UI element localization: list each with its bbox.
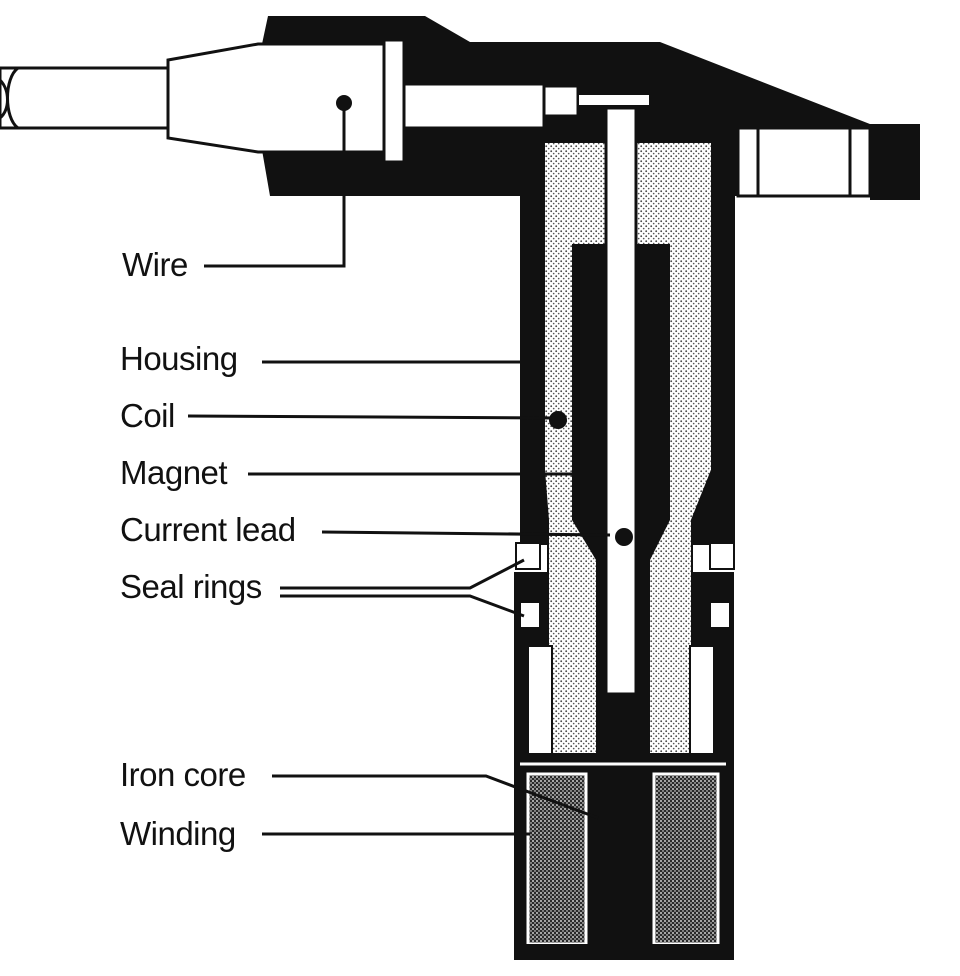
current-lead-rod [604, 106, 638, 696]
label-housing: Housing [120, 340, 238, 377]
label-coil: Coil [120, 397, 175, 434]
cable [0, 66, 172, 130]
housing-base [514, 944, 734, 960]
label-current-lead: Current lead [120, 511, 296, 548]
coil-marker-dot [549, 411, 567, 429]
plug-cap [736, 124, 920, 200]
labels: Wire Housing Coil Magnet Current lead Se… [120, 246, 296, 852]
lower-sleeves [527, 645, 715, 755]
label-winding: Winding [120, 815, 236, 852]
label-magnet: Magnet [120, 454, 227, 491]
label-wire: Wire [122, 246, 188, 283]
label-iron-core: Iron core [120, 756, 246, 793]
iron-core [520, 754, 726, 960]
connector-sleeve [166, 38, 651, 164]
seal-rings [515, 542, 735, 629]
winding [526, 772, 720, 946]
label-seal-rings: Seal rings [120, 568, 262, 605]
leader-lines [187, 105, 611, 836]
